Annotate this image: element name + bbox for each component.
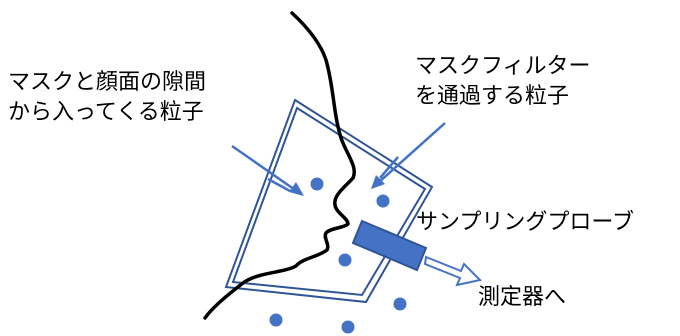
particle-inside [338, 253, 352, 267]
leak-arrow-line [231, 144, 299, 194]
sampling-probe [351, 219, 428, 272]
label-probe-text: サンプリングプローブ [416, 210, 635, 235]
label-leak-line1: マスクと顔面の隙間 [8, 70, 207, 95]
particle-outside-3 [341, 320, 355, 334]
particle-outside-1 [393, 297, 407, 311]
filter-arrow-line [377, 122, 446, 184]
face-profile [203, 11, 356, 320]
leak-arrow-head [289, 182, 304, 196]
label-sampling-probe: サンプリングプローブ [416, 208, 634, 238]
flow-arrow-icon [423, 255, 483, 287]
mask-outline-outer [224, 98, 434, 304]
label-filter-line2: を通過する粒子 [415, 84, 570, 109]
filter-arrow-head [371, 175, 385, 189]
particle-outside-2 [269, 313, 283, 327]
label-leak-particles: マスクと顔面の隙間 から入ってくる粒子 [8, 68, 206, 128]
filter-arrow-tick [379, 156, 399, 179]
particle-leak [310, 177, 324, 191]
label-filter-particles: マスクフィルター を通過する粒子 [415, 52, 591, 112]
leak-arrow-tick [267, 177, 291, 193]
label-instrument-text: 測定器へ [478, 285, 567, 310]
label-leak-line2: から入ってくる粒子 [8, 100, 204, 125]
mask-outline-inner [231, 106, 427, 297]
label-to-instrument: 測定器へ [478, 283, 566, 313]
label-filter-line1: マスクフィルター [415, 54, 591, 79]
particle-filter [376, 194, 390, 208]
